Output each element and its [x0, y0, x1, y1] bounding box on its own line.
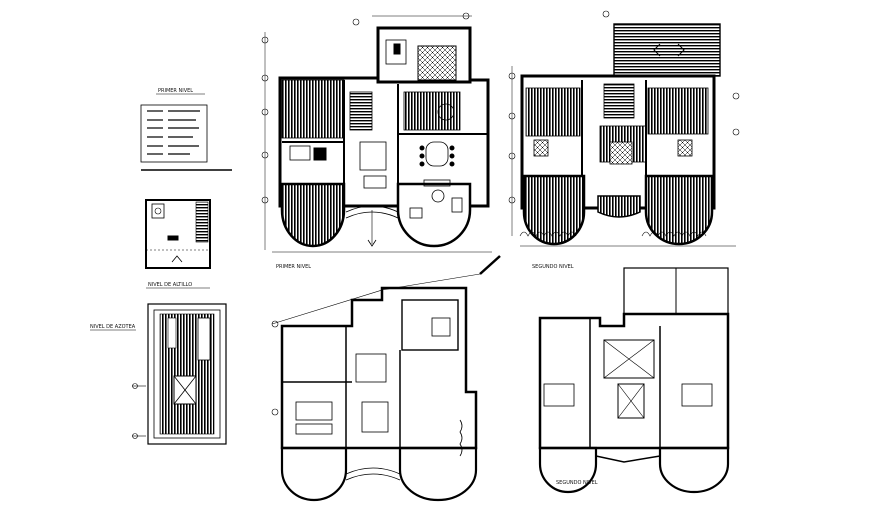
first-level-label: PRIMER NIVEL: [276, 264, 311, 270]
legend-title: PRIMER NIVEL: [158, 88, 193, 94]
first-level-outline-plan: [271, 255, 501, 502]
attic-level-label: NIVEL DE ALTILLO: [148, 282, 192, 288]
roof-plan: [132, 303, 227, 445]
second-level-outline-label: SEGUNDO NIVEL: [556, 480, 598, 486]
first-level-furnished-plan: [261, 12, 492, 253]
attic-plan: [145, 199, 211, 269]
second-level-label: SEGUNDO NIVEL: [532, 264, 574, 270]
roof-level-label: NIVEL DE AZOTEA: [90, 324, 136, 330]
second-level-outline-plan: [538, 267, 730, 494]
second-level-furnished-plan: [508, 10, 740, 247]
legend-block: PRIMER NIVEL: [140, 88, 232, 171]
